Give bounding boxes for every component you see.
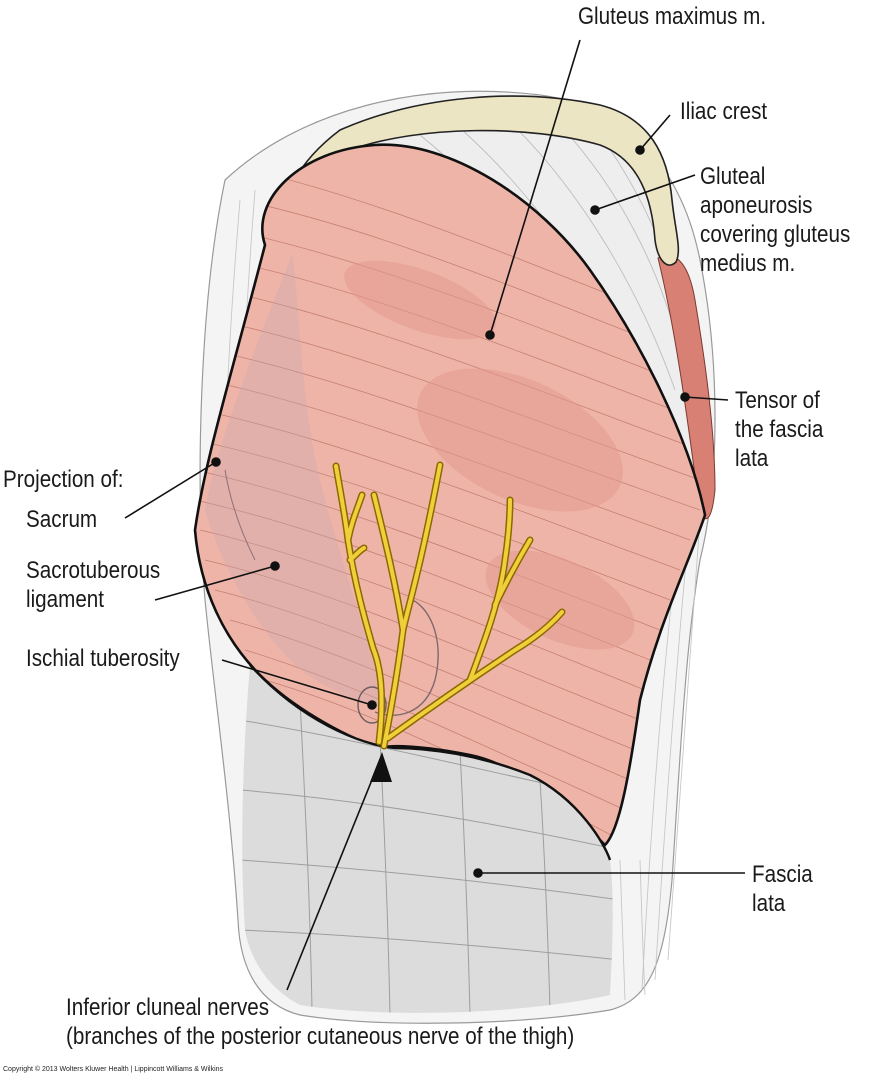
tensor-fascia-lata-muscle bbox=[657, 254, 716, 520]
fascia-lata bbox=[242, 664, 613, 1013]
sacrotuberous-ligament-projection bbox=[205, 255, 439, 724]
inferior-cluneal-nerves-fill bbox=[334, 463, 564, 748]
leader-iliac-crest bbox=[639, 114, 671, 151]
leader-sacrotuberous bbox=[154, 565, 276, 601]
label-fascia-lata: Fascia lata bbox=[752, 861, 813, 917]
leader-gluteus-maximus bbox=[489, 39, 581, 336]
leader-gluteal-aponeurosis bbox=[594, 174, 696, 211]
copyright-notice: Copyright © 2013 Wolters Kluwer Health |… bbox=[3, 1066, 224, 1073]
label-tensor-fascia-lata: Tensor of the fascia lata bbox=[735, 387, 824, 472]
leader-tensor bbox=[684, 396, 729, 401]
label-inferior-cluneal-nerves: Inferior cluneal nerves (branches of the… bbox=[66, 994, 575, 1050]
label-sacrum: Sacrum bbox=[26, 506, 98, 533]
leader-sacrum bbox=[124, 461, 217, 519]
leader-ischial-tuberosity bbox=[221, 659, 373, 706]
label-iliac-crest: Iliac crest bbox=[680, 98, 768, 125]
ischial-tuberosity-outline bbox=[357, 686, 387, 724]
label-sacrotuberous-ligament: Sacrotuberous ligament bbox=[26, 557, 161, 613]
label-ischial-tuberosity: Ischial tuberosity bbox=[26, 645, 180, 672]
label-projection-of: Projection of: bbox=[3, 466, 124, 493]
label-gluteus-maximus: Gluteus maximus m. bbox=[578, 3, 767, 30]
gluteus-maximus-muscle bbox=[193, 143, 707, 847]
label-gluteal-aponeurosis: Gluteal aponeurosis covering gluteus med… bbox=[700, 163, 851, 277]
leader-lines bbox=[124, 39, 745, 991]
arrowhead-cluneal-nerves bbox=[370, 752, 392, 782]
leader-cluneal-nerves bbox=[286, 759, 381, 991]
